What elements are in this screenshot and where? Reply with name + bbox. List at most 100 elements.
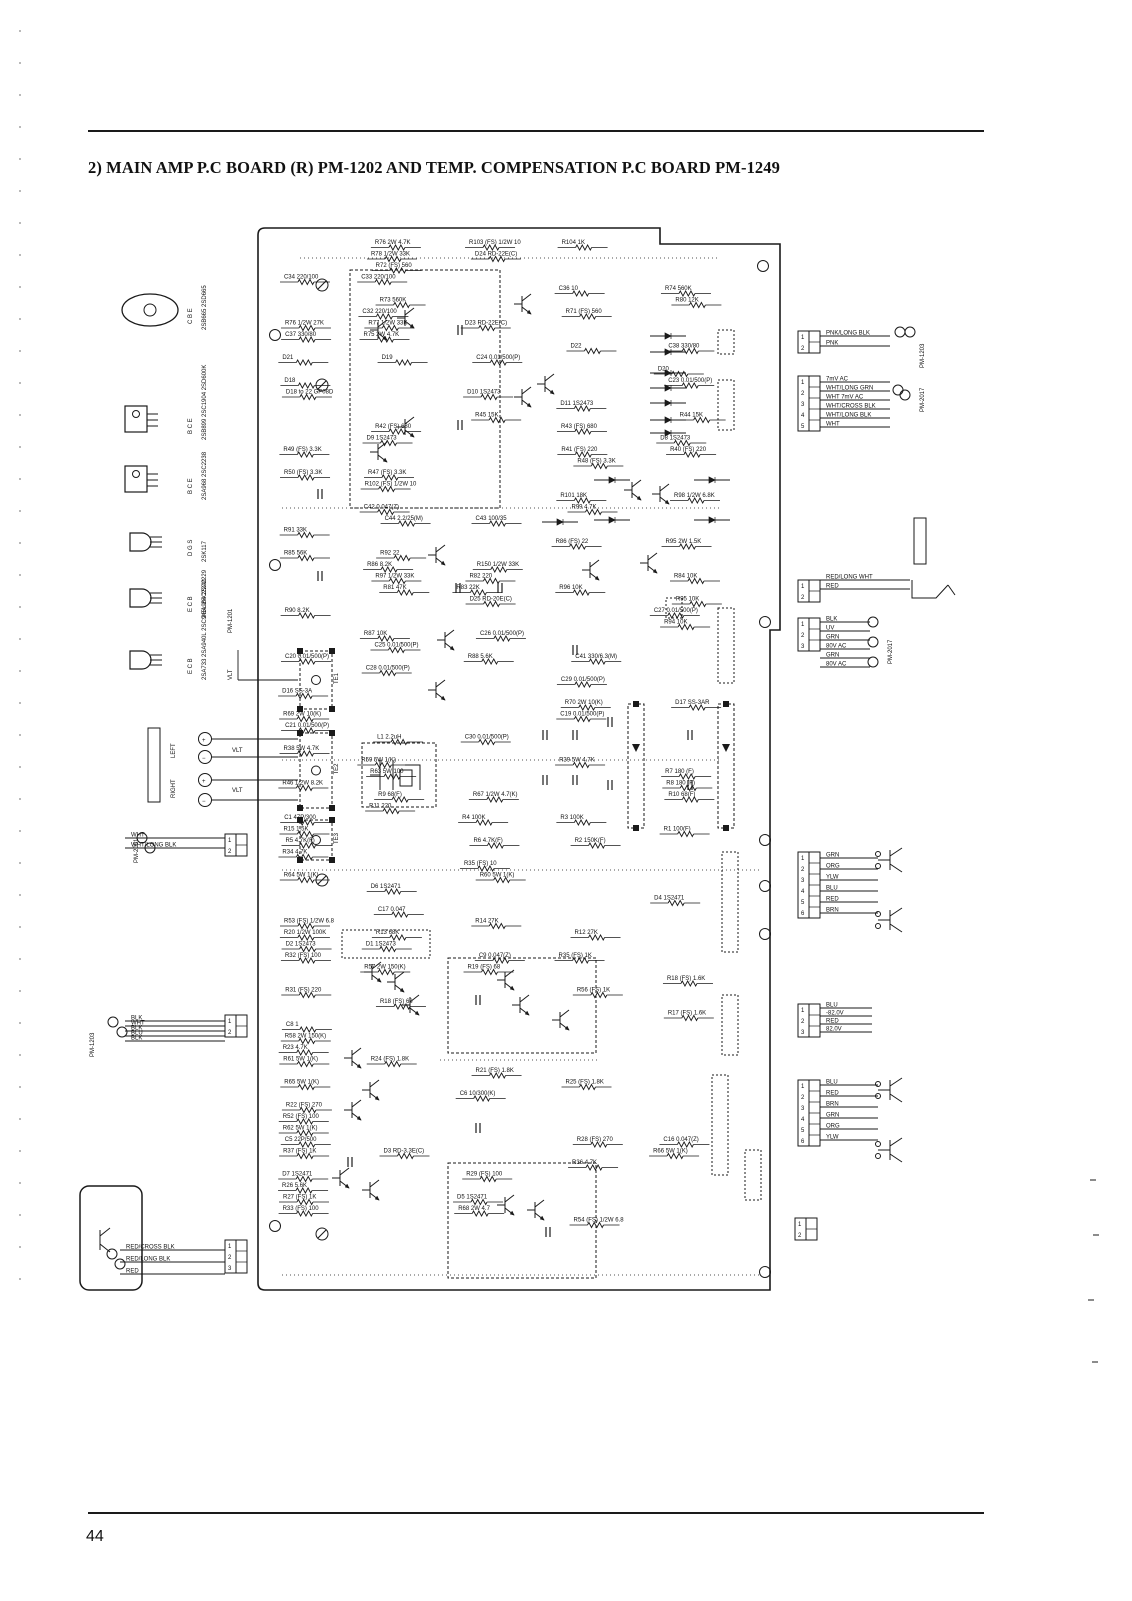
resistor	[677, 830, 695, 838]
component-label: R14 27K	[475, 919, 498, 925]
transistor-symbol	[397, 307, 415, 329]
transistor-arrow	[664, 499, 670, 505]
resistor	[572, 290, 590, 297]
resistor	[677, 623, 695, 631]
component-label: R32 (FS) 100	[285, 953, 322, 959]
diode-symbol	[722, 744, 730, 752]
j12-connector-pin-number: 1	[801, 1084, 805, 1090]
component-label: D18	[284, 378, 296, 384]
j19-connector-pin-number: 1	[228, 838, 232, 844]
j10-wire-label: RED	[826, 897, 839, 903]
resistor	[299, 393, 317, 401]
resistor	[575, 244, 592, 251]
j10-wire-label: BRN	[826, 908, 839, 914]
speaker-channel-label: LEFT	[171, 743, 177, 758]
component-label: D10 1S2473	[467, 390, 501, 396]
diode-symbol	[664, 416, 672, 424]
resistor	[488, 255, 506, 263]
resistor	[681, 347, 699, 355]
output-transistor-symbol	[878, 1137, 903, 1163]
j7-wire-label: WHT/LONG GRN	[826, 386, 873, 392]
resistor	[483, 577, 500, 585]
pm-connector-label: PM-1203	[920, 343, 926, 368]
component-label: C17 0.047	[378, 907, 406, 913]
component-label: D6 1S2471	[371, 884, 402, 890]
led-symbol	[911, 580, 956, 599]
resistor	[573, 405, 591, 412]
terminal-label: TE1	[334, 672, 340, 684]
resistor	[296, 1198, 314, 1206]
header-strip	[721, 851, 739, 953]
transistor-arrow	[414, 1010, 420, 1016]
resistor	[490, 566, 508, 573]
j3-connector-pin-number: 2	[801, 346, 805, 352]
j18-connector-pin-number: 1	[801, 584, 805, 590]
resistor	[680, 980, 698, 987]
resistor	[382, 807, 400, 815]
component-label: R94 10K	[664, 620, 687, 626]
transistor-symbol	[428, 544, 446, 566]
transistor-arrow	[652, 568, 658, 574]
resistor	[384, 1060, 402, 1068]
diode-symbol	[664, 369, 672, 377]
speaker-terminal-sign: +	[202, 779, 206, 785]
resistor	[376, 313, 393, 320]
j12-connector-pin-number: 6	[801, 1139, 805, 1145]
component-label: R98 1/2W 6.8K	[674, 493, 715, 499]
transistor-symbol	[344, 1099, 362, 1121]
terminal-post	[329, 857, 335, 863]
resistor	[393, 1003, 411, 1010]
resistor	[388, 646, 405, 654]
component-label: R91 33K	[284, 528, 307, 534]
resistor	[479, 1175, 497, 1183]
j20-connector-pin-number: 3	[228, 1266, 232, 1272]
transistor-symbol	[527, 1199, 545, 1221]
j16-connector-pin-number: 3	[801, 1030, 805, 1036]
component-label: C6 10/300(K)	[460, 1091, 496, 1097]
j20-wire-label: RED/LONG BLK	[126, 1257, 170, 1263]
j7-wire-label: 7mV AC	[826, 377, 849, 383]
component-label: C33 220/100	[361, 275, 396, 281]
component-label: D7 1S2471	[282, 1172, 313, 1178]
j12-connector-pin-number: 5	[801, 1128, 805, 1134]
mounting-hole	[757, 260, 769, 272]
component-label: R42 (FS) 680	[375, 424, 412, 430]
resistor	[388, 577, 406, 585]
component-label: R10 68(F)	[668, 792, 695, 798]
page-title: 2) MAIN AMP P.C BOARD (R) PM-1202 AND TE…	[88, 158, 780, 177]
component-label: R57 2W 150(K)	[364, 965, 405, 971]
resistor	[379, 669, 397, 677]
resistor	[585, 1164, 603, 1171]
pin-order-label: B C E	[188, 418, 194, 434]
pm-connector-label: PM-2001	[134, 838, 140, 863]
node	[875, 1081, 881, 1087]
pin-order-label: B C E	[188, 478, 194, 494]
component-label: R69 2W 10(K)	[283, 712, 321, 718]
j7-connector-pin-number: 4	[801, 413, 805, 419]
wire-endpoint	[144, 842, 156, 854]
relay-contacts	[370, 760, 421, 790]
component-label: D16 SS-3A	[282, 689, 312, 695]
component-label: C43 100/35	[476, 516, 508, 522]
trimmer-wiper	[317, 875, 327, 885]
resistor	[572, 589, 590, 596]
j12-wire-label: BRN	[826, 1102, 839, 1108]
transistor-symbol	[402, 994, 420, 1016]
transistor-symbol	[624, 479, 642, 501]
resistor	[377, 508, 395, 516]
j20-connector-pin-number: 2	[228, 1255, 232, 1261]
component-label: R6 4.7K(F)	[473, 838, 502, 844]
j14-connector-pin-number: 2	[798, 1233, 802, 1239]
resistor	[396, 589, 414, 596]
component-label: C41 330/6.3(M)	[575, 654, 617, 660]
resistor	[687, 577, 705, 585]
resistor	[390, 738, 408, 746]
component-label: R4 100K	[462, 815, 485, 821]
transistor-part-label: 2SK117	[202, 540, 208, 562]
rectifier-pin	[633, 825, 639, 831]
j1-wire-label: BLK	[131, 1026, 142, 1032]
diode-symbol	[556, 518, 564, 526]
component-label: R5 4.7K(F)	[285, 838, 314, 844]
resistor	[374, 761, 392, 769]
component-label: R103 (FS) 1/2W 10	[469, 240, 521, 246]
